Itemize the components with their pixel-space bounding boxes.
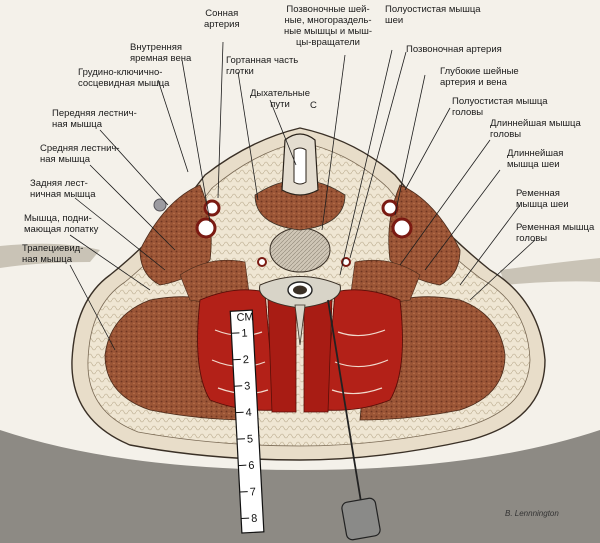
label-leader-lines (69, 41, 536, 351)
vertebral-artery-right (341, 257, 351, 267)
ruler-number: 5 (247, 433, 254, 445)
label-posterior-scalene: Задняя лест- ничная мышца (30, 178, 96, 200)
label-deep-cervical: Глубокие шейные артерия и вена (440, 66, 519, 88)
background-skin-right (500, 258, 600, 285)
ruler-number: 6 (248, 460, 255, 472)
ruler-number: 1 (241, 327, 248, 339)
spinal-cord (293, 285, 307, 295)
spinous-process (294, 304, 306, 346)
ruler-unit-label: СМ (236, 311, 254, 324)
label-vertebral-artery: Позвоночная артерия (406, 44, 502, 55)
vertebral-artery-left (257, 257, 267, 267)
label-anterior-scalene: Передняя лестнич- ная мышца (52, 108, 137, 130)
label-levator-scapulae: Мышца, подни- мающая лопатку (24, 213, 99, 235)
carotid-right (381, 199, 399, 217)
splenius-right (324, 289, 403, 411)
ruler-number: 4 (245, 407, 252, 419)
label-splenius-head: Ременная мышца головы (516, 222, 595, 244)
lower-shadow (0, 430, 600, 543)
background-skin-left (0, 243, 100, 268)
jugular-left (195, 217, 217, 239)
ruler-number: 3 (244, 380, 251, 392)
scm-left (139, 184, 212, 286)
needle (327, 299, 381, 541)
label-middle-scalene: Средняя лестнич- ная мышца (40, 143, 120, 165)
semispinalis-right (303, 299, 333, 413)
scm-right (388, 184, 461, 286)
vertebral-body (269, 227, 331, 273)
label-vertebral-muscles: Позвоночные шей- ные, многораздель- ные … (284, 4, 372, 48)
label-larynx: Гортанная часть глотки (226, 55, 299, 77)
label-semispinalis-head: Полуостистая мышца головы (452, 96, 548, 118)
ruler-number: 2 (243, 354, 250, 366)
jugular-right (391, 217, 413, 239)
artist-signature: B. Lennnington (505, 509, 559, 518)
ruler-number: 7 (249, 486, 256, 498)
label-semispinalis-neck: Полуостистая мышца шеи (385, 4, 481, 26)
label-scm: Грудино-ключично- сосцевидная мышца (78, 67, 170, 89)
label-trapezius: Трапециевид- ная мышца (22, 243, 84, 265)
label-airway: Дыхательные пути (250, 88, 311, 110)
syringe-hub (341, 497, 381, 541)
label-splenius-neck: Ременная мышца шеи (516, 188, 569, 210)
ruler-number: 8 (251, 513, 258, 525)
label-carotid-artery: Сонная артерия (204, 8, 240, 30)
label-longissimus-head: Длиннейшая мышца головы (490, 118, 581, 140)
label-c-mark: C (310, 100, 317, 111)
measuring-ruler: СМ 1 2 3 4 5 6 7 8 (229, 309, 265, 534)
label-longissimus-neck: Длиннейшая мышца шеи (507, 148, 564, 170)
airway (293, 147, 307, 185)
semispinalis-left (267, 299, 297, 413)
label-internal-jugular: Внутренняя яремная вена (130, 42, 192, 64)
deep-vessel-left (153, 198, 167, 212)
